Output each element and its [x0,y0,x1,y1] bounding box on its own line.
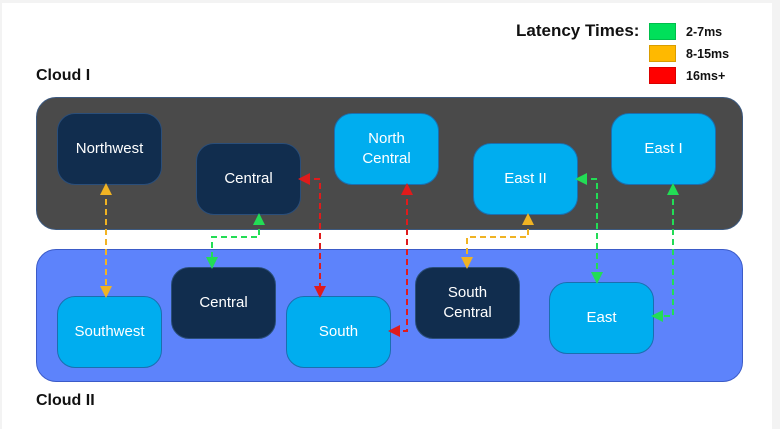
node-central-cloud1[interactable]: Central [196,143,301,215]
legend-swatch-red [649,67,676,84]
node-east[interactable]: East [549,282,654,354]
legend-label: 16ms+ [686,68,726,83]
legend-label: 2-7ms [686,24,723,39]
node-southwest[interactable]: Southwest [57,296,162,368]
legend-label: 8-15ms [686,46,730,61]
node-south[interactable]: South [286,296,391,368]
legend-item-yellow: 8-15ms [649,45,729,62]
node-south-central[interactable]: South Central [415,267,520,339]
legend-title: Latency Times: [516,21,640,40]
legend-swatch-yellow [649,45,676,62]
node-central-cloud2[interactable]: Central [171,267,276,339]
legend-item-green: 2-7ms [649,23,722,40]
node-east-ii[interactable]: East II [473,143,578,215]
cloud-2-title: Cloud II [36,392,95,409]
node-northwest[interactable]: Northwest [57,113,162,185]
legend-item-red: 16ms+ [649,67,725,84]
legend-swatch-green [649,23,676,40]
cloud-1-title: Cloud I [36,67,91,84]
node-east-i[interactable]: East I [611,113,716,185]
node-north-central[interactable]: North Central [334,113,439,185]
